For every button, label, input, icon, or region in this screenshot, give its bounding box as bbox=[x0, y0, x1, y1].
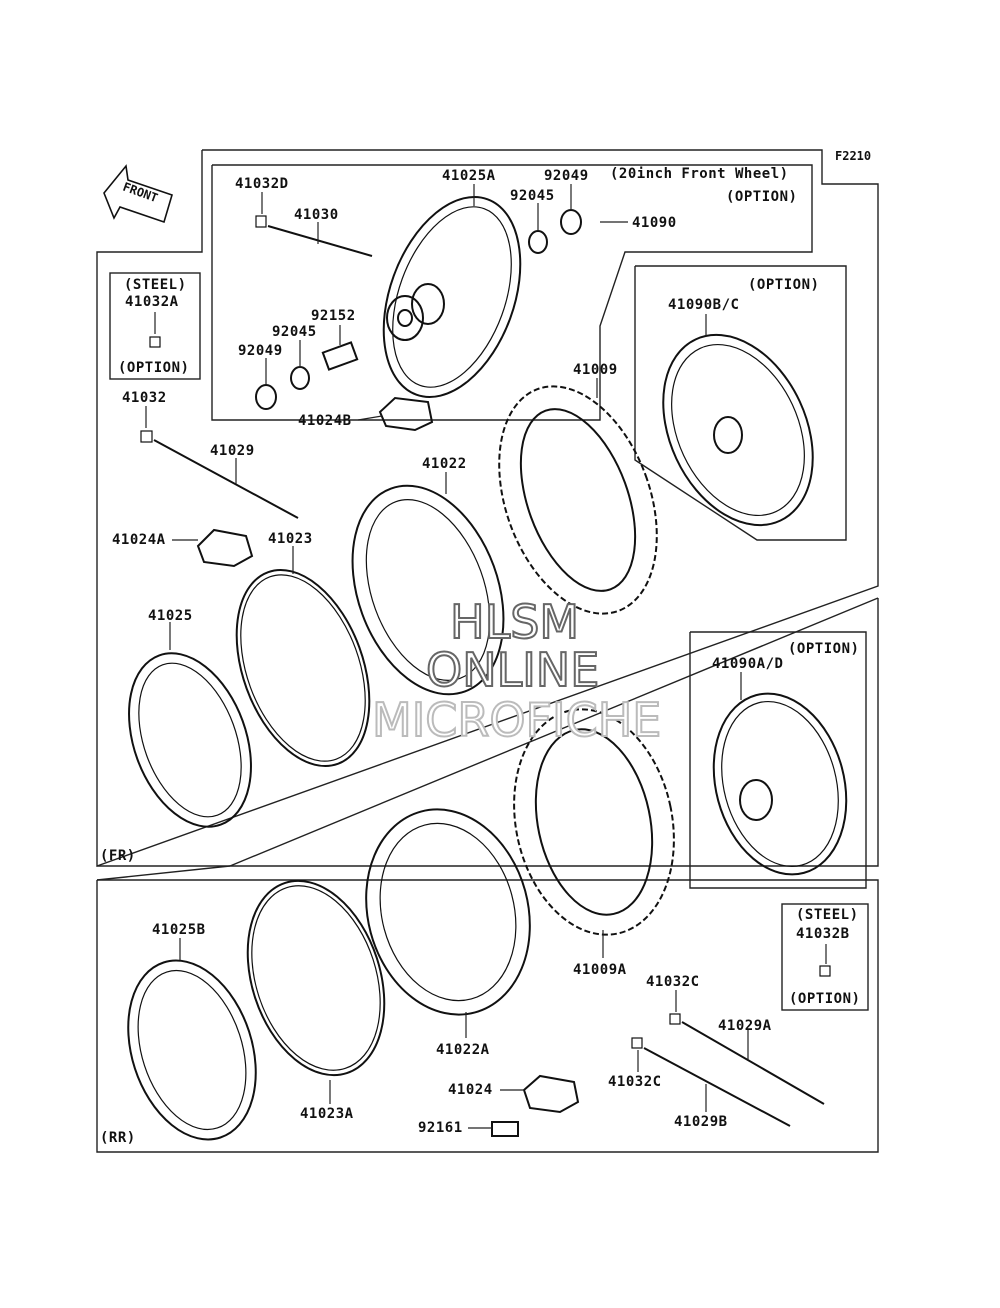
rim-41025b bbox=[127, 959, 257, 1141]
front-section-frame-lower bbox=[97, 598, 879, 867]
label-41025a: 41025A bbox=[442, 168, 496, 184]
seal-92049-top bbox=[560, 209, 582, 235]
label-41024b: 41024B bbox=[298, 413, 352, 429]
label-41023: 41023 bbox=[268, 531, 313, 547]
label-41029: 41029 bbox=[210, 443, 255, 459]
label-41009: 41009 bbox=[573, 362, 618, 378]
label-92049-top: 92049 bbox=[544, 168, 589, 184]
rear-section-frame bbox=[96, 879, 879, 1153]
label-41032c-bottom: 41032C bbox=[608, 1074, 662, 1090]
rim-lock-41024b bbox=[378, 396, 434, 432]
tube-41022a bbox=[365, 808, 531, 1016]
bearing-92045-left bbox=[290, 366, 310, 390]
spoke-41029 bbox=[153, 439, 299, 519]
steel-b-option: (OPTION) bbox=[789, 991, 860, 1007]
label-41024: 41024 bbox=[448, 1082, 493, 1098]
nipple-41032b bbox=[819, 965, 831, 977]
section-label-rear: (RR) bbox=[100, 1130, 136, 1146]
rim-41025a bbox=[382, 195, 522, 399]
spoked-wheel-41090ad bbox=[712, 692, 848, 876]
label-41009a: 41009A bbox=[573, 962, 627, 978]
watermark-line2: ONLINE bbox=[426, 643, 599, 697]
spoke-41029b bbox=[643, 1047, 791, 1127]
steel-a-title: (STEEL) bbox=[124, 277, 187, 293]
tube-41022 bbox=[351, 484, 505, 696]
tire-41009a bbox=[513, 708, 675, 936]
seal-92049-left bbox=[255, 384, 277, 410]
leader-lines bbox=[145, 184, 827, 1129]
label-41029b: 41029B bbox=[674, 1114, 728, 1130]
label-41090bc: 41090B/C bbox=[668, 297, 739, 313]
watermark-line3: MICROFICHE bbox=[372, 693, 661, 747]
label-92049-left: 92049 bbox=[238, 343, 283, 359]
label-41022: 41022 bbox=[422, 456, 467, 472]
front-wheel-20-title: (20inch Front Wheel) bbox=[610, 166, 789, 182]
hub bbox=[386, 283, 445, 341]
spoked-ad-option: (OPTION) bbox=[788, 641, 859, 657]
watermark-line1: HLSM bbox=[450, 595, 579, 649]
rim-41025 bbox=[128, 652, 252, 828]
label-41023a: 41023A bbox=[300, 1106, 354, 1122]
label-41029a: 41029A bbox=[718, 1018, 772, 1034]
steel-b-title: (STEEL) bbox=[796, 907, 859, 923]
spoke-41029a bbox=[681, 1021, 825, 1105]
rim-lock-41024a bbox=[196, 528, 254, 568]
nipple-41032a bbox=[149, 336, 161, 348]
section-divider bbox=[229, 597, 879, 867]
label-41030: 41030 bbox=[294, 207, 339, 223]
label-92045-top: 92045 bbox=[510, 188, 555, 204]
front-wheel-20-box bbox=[211, 164, 813, 421]
section-label-front: (FR) bbox=[100, 848, 136, 864]
nipple-41032 bbox=[140, 430, 153, 443]
front-wheel-20-option: (OPTION) bbox=[726, 189, 797, 205]
label-92152: 92152 bbox=[311, 308, 356, 324]
valve-cap-92161 bbox=[491, 1121, 519, 1137]
steel-b-box bbox=[781, 903, 869, 1011]
label-41032b: 41032B bbox=[796, 926, 850, 942]
rim-band-41023 bbox=[235, 568, 371, 768]
spoked-wheel-ad-box bbox=[689, 631, 867, 889]
label-41090: 41090 bbox=[632, 215, 677, 231]
label-41032: 41032 bbox=[122, 390, 167, 406]
label-41032c-top: 41032C bbox=[646, 974, 700, 990]
label-41032d: 41032D bbox=[235, 176, 289, 192]
rim-band-41023a bbox=[246, 879, 386, 1077]
rim-lock-41024 bbox=[522, 1074, 580, 1114]
nipple-41032c-bottom bbox=[631, 1037, 643, 1049]
spoke-41030 bbox=[267, 225, 373, 257]
label-41032a: 41032A bbox=[125, 294, 179, 310]
spoked-wheel-bc-box bbox=[634, 265, 847, 541]
label-41090ad: 41090A/D bbox=[712, 656, 783, 672]
steel-a-box bbox=[109, 272, 201, 380]
label-41025b: 41025B bbox=[152, 922, 206, 938]
figure-id: F2210 bbox=[835, 149, 871, 163]
collar-92152 bbox=[321, 341, 359, 371]
front-section-frame bbox=[96, 149, 879, 867]
tire-41009 bbox=[498, 385, 658, 615]
label-41024a: 41024A bbox=[112, 532, 166, 548]
steel-a-option: (OPTION) bbox=[118, 360, 189, 376]
spoked-bc-option: (OPTION) bbox=[748, 277, 819, 293]
nipple-41032d bbox=[255, 215, 267, 228]
bearing-92045-top bbox=[528, 230, 548, 254]
label-92161: 92161 bbox=[418, 1120, 463, 1136]
label-92045-left: 92045 bbox=[272, 324, 317, 340]
nipple-41032c-top bbox=[669, 1013, 681, 1025]
label-41025: 41025 bbox=[148, 608, 193, 624]
spoked-wheel-41090bc bbox=[662, 333, 814, 527]
label-41022a: 41022A bbox=[436, 1042, 490, 1058]
front-arrow-icon: FRONT bbox=[103, 164, 173, 224]
